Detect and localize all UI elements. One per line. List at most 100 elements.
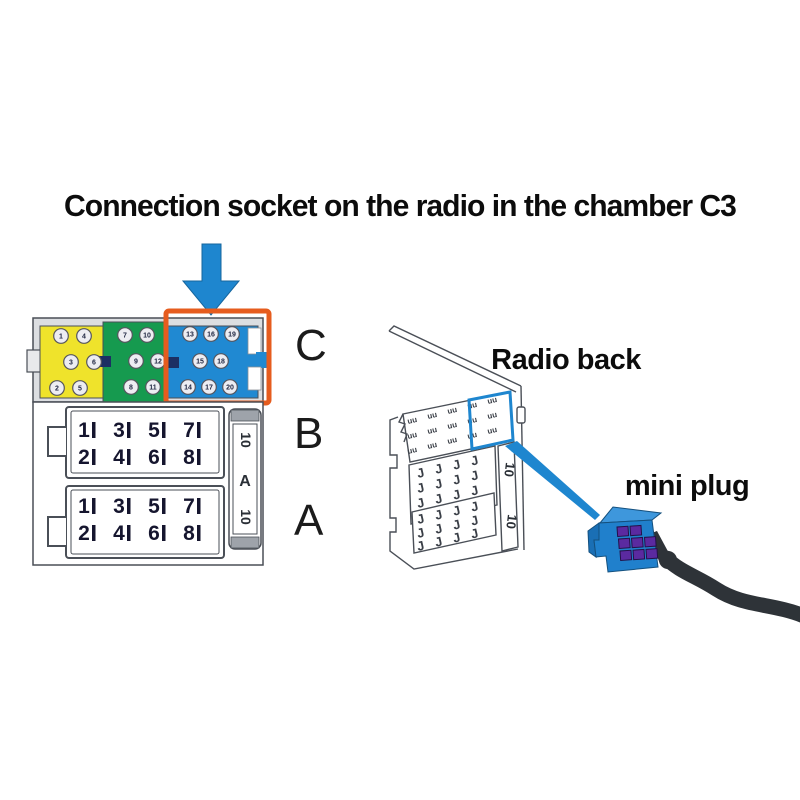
pin-number: 1 (78, 495, 90, 518)
pointer-arrow-bulge (511, 444, 530, 462)
pin-number: 5 (78, 386, 82, 393)
pin-socket (201, 379, 217, 395)
contact-mark: uu (426, 410, 438, 421)
keying-slot (99, 356, 111, 367)
pin-number: 14 (184, 385, 192, 392)
pin-socket (63, 354, 79, 370)
pin-socket (123, 379, 139, 395)
pin-socket (180, 379, 196, 395)
pin-slot (162, 449, 166, 465)
fuse-strip-label-bottom: 10 (238, 509, 254, 525)
plug-pin (617, 537, 631, 550)
pin-number: 10 (143, 333, 151, 340)
pin-number: 6 (148, 522, 160, 545)
mini-plug-drawing (587, 506, 800, 623)
contact-mark: J (451, 502, 461, 518)
plug-pin (630, 536, 644, 549)
contact-mark: uu (406, 415, 418, 426)
pin-socket (117, 327, 133, 343)
pin-slot (197, 498, 201, 514)
pin-number: 5 (148, 419, 160, 442)
fuse-strip-label-mid: A (239, 473, 251, 490)
plug-pin (629, 524, 643, 537)
contact-mark: J (469, 525, 479, 541)
pin-number: 7 (183, 419, 195, 442)
pin-number: 4 (113, 446, 125, 469)
contact-mark: J (433, 507, 443, 523)
plug-pin (619, 549, 633, 562)
pin-number: 17 (205, 385, 213, 392)
pin-number: 8 (183, 522, 195, 545)
pin-slot (162, 422, 166, 438)
pin-number: 2 (78, 522, 90, 545)
contact-mark: J (433, 491, 443, 507)
contact-mark: uu (446, 420, 458, 431)
pin-number: 20 (226, 385, 234, 392)
pin-number: 2 (55, 386, 59, 393)
pin-number: 3 (69, 360, 73, 367)
contact-mark: J (415, 480, 425, 496)
pin-number: 6 (92, 360, 96, 367)
pin-number: 3 (113, 419, 125, 442)
pin-slot (92, 498, 96, 514)
pin-slot (197, 449, 201, 465)
contact-mark: J (433, 476, 443, 492)
pin-socket (72, 380, 88, 396)
pin-number: 8 (183, 446, 195, 469)
contact-mark: J (469, 482, 479, 498)
pin-slot (127, 525, 131, 541)
pin-socket (145, 379, 161, 395)
contact-mark: J (415, 525, 425, 541)
radio-back-label: Radio back (491, 344, 642, 376)
pin-number: 16 (207, 332, 215, 339)
chamber-b-label: B (294, 409, 323, 458)
pin-number: 8 (129, 385, 133, 392)
pin-number: 4 (82, 334, 86, 341)
radio-strip-label-1: 10 (501, 462, 518, 478)
plug-pin (643, 536, 657, 548)
chamber-c-label: C (295, 321, 327, 370)
contact-mark: uu (486, 395, 498, 406)
pin-number: 12 (154, 359, 162, 366)
contact-mark: J (415, 465, 425, 481)
pin-socket (49, 380, 65, 396)
pin-slot (127, 449, 131, 465)
contact-mark: J (415, 495, 425, 511)
c-left-tab (26, 349, 42, 373)
chamber-a-key-tab (47, 516, 66, 547)
contact-mark: uu (406, 430, 418, 441)
mini-plug-label: mini plug (625, 470, 749, 502)
pin-socket (182, 326, 198, 342)
pin-slot (127, 498, 131, 514)
pin-number: 1 (78, 419, 90, 442)
contact-mark: uu (426, 440, 438, 451)
contact-mark: J (451, 456, 461, 472)
pin-socket (128, 353, 144, 369)
pin-socket (53, 328, 69, 344)
pin-socket (213, 353, 229, 369)
chamber-a-label: A (294, 496, 324, 545)
pin-socket (222, 379, 238, 395)
contact-mark: J (469, 452, 479, 468)
contact-mark: uu (446, 435, 458, 446)
mini-plug-pin-grid (616, 524, 659, 562)
pin-number: 3 (113, 495, 125, 518)
pin-socket (86, 354, 102, 370)
plug-pin (632, 548, 646, 561)
plug-pin (616, 525, 630, 538)
pin-slot (162, 498, 166, 514)
contact-mark: uu (406, 445, 418, 456)
contact-mark: uu (486, 410, 498, 421)
contact-mark: J (451, 486, 461, 502)
pin-number: 2 (78, 446, 90, 469)
contact-mark: J (433, 521, 443, 537)
radio-c3-highlight-box (467, 390, 515, 451)
